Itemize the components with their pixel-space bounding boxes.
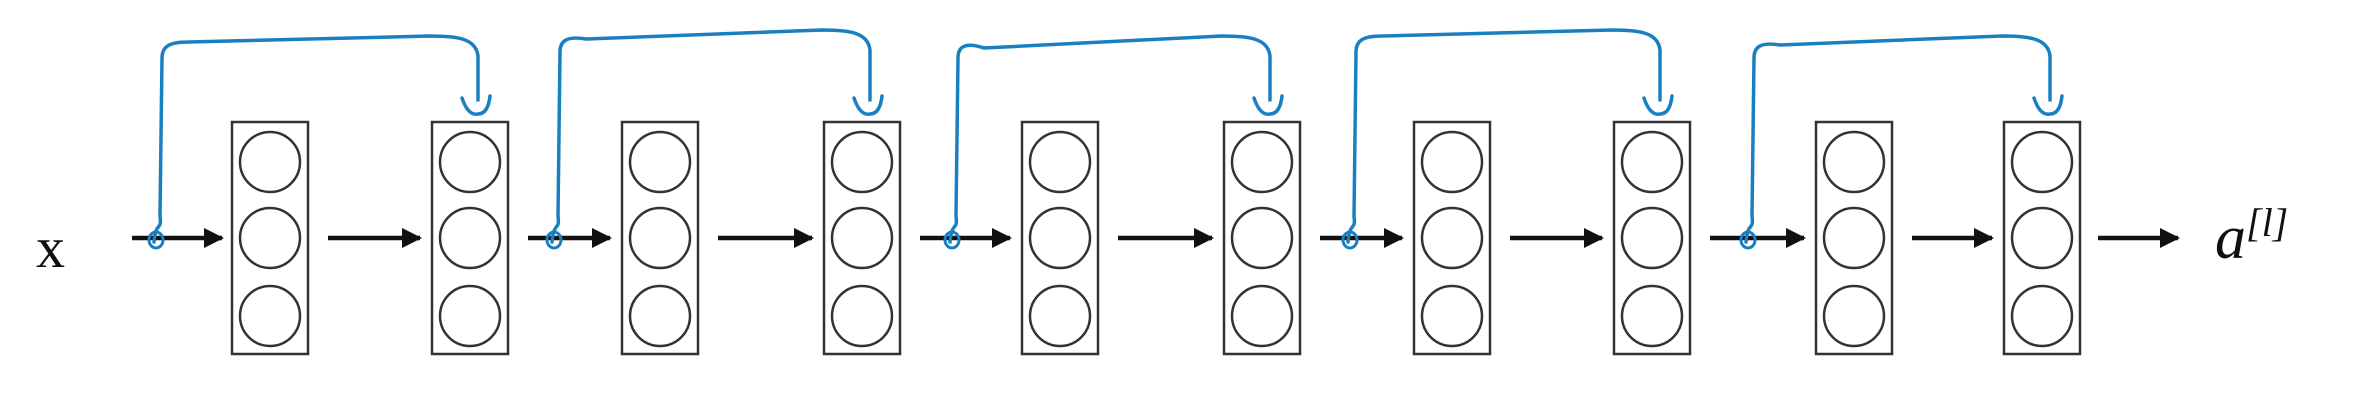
layer-box — [822, 120, 902, 356]
skip-arrowhead — [460, 94, 492, 116]
neuron — [1822, 206, 1886, 270]
neuron — [2010, 130, 2074, 194]
neuron — [1822, 284, 1886, 348]
layer-box — [1412, 120, 1492, 356]
neuron — [238, 206, 302, 270]
neuron — [2010, 284, 2074, 348]
layer-7 — [1412, 120, 1492, 356]
neuron — [830, 284, 894, 348]
skip-origin-mark — [943, 230, 961, 250]
layer-9 — [1814, 120, 1894, 356]
output-label: a[l] — [2215, 200, 2288, 272]
layer-box — [2002, 120, 2082, 356]
neuron — [438, 130, 502, 194]
neuron — [1230, 130, 1294, 194]
skip-arrowhead — [852, 94, 884, 116]
neuron — [830, 206, 894, 270]
layer-box — [1222, 120, 1302, 356]
neuron — [830, 130, 894, 194]
layer-box — [230, 120, 310, 356]
skip-origin-mark — [147, 230, 165, 250]
skip-arrowhead — [1252, 94, 1284, 116]
neuron — [628, 284, 692, 348]
skip-arrowhead — [1642, 94, 1674, 116]
layer-box — [430, 120, 510, 356]
skip-connection — [1346, 28, 1662, 244]
neuron — [438, 284, 502, 348]
layer-1 — [230, 120, 310, 356]
neuron — [1420, 130, 1484, 194]
layer-5 — [1020, 120, 1100, 356]
skip-connection — [152, 34, 480, 244]
layers-group — [230, 120, 2082, 356]
layer-8 — [1612, 120, 1692, 356]
skip-connections-group — [147, 28, 2064, 250]
skip-origin-mark — [545, 230, 563, 250]
skip-origin-mark — [1341, 230, 1359, 250]
neuron — [1420, 206, 1484, 270]
layer-2 — [430, 120, 510, 356]
layer-10 — [2002, 120, 2082, 356]
skip-origin-mark — [1739, 230, 1757, 250]
neuron — [1028, 284, 1092, 348]
neuron — [1420, 284, 1484, 348]
neuron — [628, 206, 692, 270]
neuron — [2010, 206, 2074, 270]
neuron — [628, 130, 692, 194]
neuron — [1822, 130, 1886, 194]
layer-box — [620, 120, 700, 356]
skip-connection — [1744, 34, 2052, 244]
neuron — [238, 130, 302, 194]
layer-3 — [620, 120, 700, 356]
input-label-x: x — [36, 215, 65, 280]
output-label-base: a — [2215, 204, 2246, 272]
neuron — [1028, 206, 1092, 270]
layer-6 — [1222, 120, 1302, 356]
skip-connection — [550, 28, 872, 244]
output-label-superscript: [l] — [2246, 200, 2288, 245]
neuron — [1620, 130, 1684, 194]
neuron — [1230, 206, 1294, 270]
neuron — [238, 284, 302, 348]
neuron — [1028, 130, 1092, 194]
skip-connection — [948, 34, 1272, 244]
layer-box — [1020, 120, 1100, 356]
neuron — [438, 206, 502, 270]
neuron — [1620, 206, 1684, 270]
skip-arrowhead — [2032, 94, 2064, 116]
neuron — [1620, 284, 1684, 348]
layer-box — [1612, 120, 1692, 356]
layer-box — [1814, 120, 1894, 356]
layer-4 — [822, 120, 902, 356]
neuron — [1230, 284, 1294, 348]
